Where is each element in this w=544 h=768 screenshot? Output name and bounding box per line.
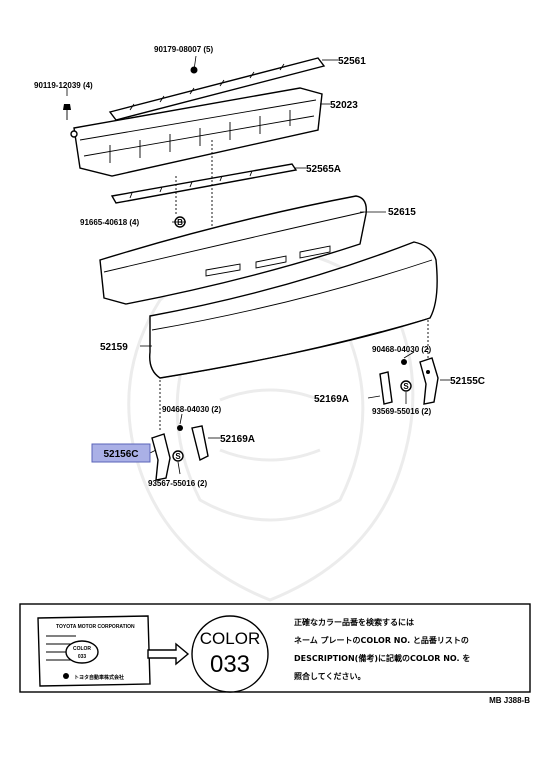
label-93569: 93569-55016 (2) [372,407,431,416]
clip-93567: S [172,450,184,462]
label-52159: 52159 [100,342,128,353]
bracket-52169a-left [191,425,209,462]
highlight-52156c [91,443,151,463]
label-90179: 90179-08007 (5) [154,45,213,54]
label-90468-left: 90468-04030 (2) [162,405,221,414]
color-code: 033 [210,651,250,678]
color-word: COLOR [200,629,260,648]
label-90119: 90119-12039 (4) [34,81,93,90]
plate-footer: トヨタ自動車株式会社 [74,674,124,681]
label-52169a-left: 52169A [220,434,255,445]
plate-color-code: 033 [78,654,87,660]
color-note-box: TOYOTA MOTOR CORPORATION COLOR 033 トヨタ自動… [19,603,531,693]
label-52023: 52023 [330,100,358,111]
name-plate-illustration: TOYOTA MOTOR CORPORATION COLOR 033 トヨタ自動… [37,615,151,687]
note-line-1: 正確なカラー品番を検索するには [294,617,414,627]
s-marker-left: S [175,452,181,461]
label-52156c: 52156C [103,449,138,460]
arrow-icon [147,642,190,666]
energy-absorber-52615 [99,195,367,305]
label-93567: 93567-55016 (2) [148,479,207,488]
label-52155c: 52155C [450,376,485,387]
bracket-52156c [151,433,171,481]
label-91665: 91665-40618 (4) [80,218,139,227]
screw-90468-left [177,425,183,431]
retainer-52565a [110,163,298,204]
part-labels: 52561 90179-08007 (5) 90119-12039 (4) 52… [34,45,485,488]
screw-90179 [190,55,198,74]
note-line-3: DESCRIPTION(備考)に記載のCOLOR NO. を [294,653,470,663]
s-marker-right: S [403,382,409,391]
plate-color-word: COLOR [73,646,91,652]
label-52615: 52615 [388,207,416,218]
reference-code: MB J388-B [489,696,530,705]
color-circle [191,615,269,693]
b-marker: B [177,218,183,227]
bolt-90119 [63,88,71,120]
reinforcement-52023 [70,87,323,177]
note-line-2: ネーム プレートのCOLOR NO. と品番リストの [294,635,469,645]
leader-lines [140,59,450,475]
note-line-4: 照合してください。 [294,671,366,681]
bumper-cover-52159 [149,241,438,430]
bracket-52155c [419,357,439,405]
screw-90468-right [401,359,407,365]
label-52565a: 52565A [306,164,341,175]
bracket-52169a-right [379,371,393,405]
label-90468-right: 90468-04030 (2) [372,345,431,354]
retainer-52561 [108,57,326,121]
label-52561: 52561 [338,56,366,67]
clip-93569: S [400,380,412,392]
label-52169a-right: 52169A [314,394,349,405]
plate-title: TOYOTA MOTOR CORPORATION [56,624,135,630]
